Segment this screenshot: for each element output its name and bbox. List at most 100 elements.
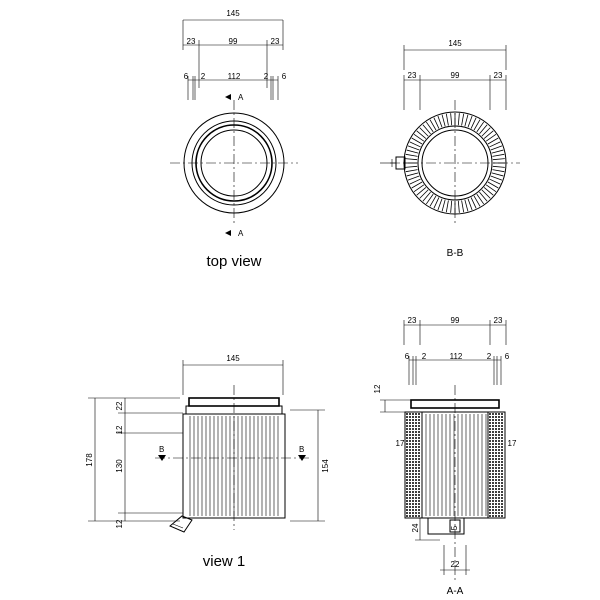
aa-hatch-dot [495,413,497,415]
aa-hatch-dot [492,458,494,460]
v1-dim-145: 145 [226,354,240,363]
aa-hatch-dot [501,494,503,496]
aa-hatch-dot [418,443,420,445]
aa-hatch-dot [409,458,411,460]
aa-hatch-dot [492,416,494,418]
aa-hatch-dot [409,413,411,415]
aa-hatch-dot [418,488,420,490]
aa-hatch-dot [501,476,503,478]
aa-hatch-dot [406,437,408,439]
aa-hatch-dot [406,449,408,451]
aa-hatch-dot [495,422,497,424]
aa-hatch-dot [501,491,503,493]
aa-hatch-dot [489,491,491,493]
aa-hatch-dot [501,497,503,499]
aa-hatch-dot [406,479,408,481]
aa-hatch-dot [498,458,500,460]
aa-hatch-dot [415,452,417,454]
aa-hatch-dot [409,515,411,517]
aa-dim-6-left: 6 [405,352,410,361]
aa-hatch-dot [492,482,494,484]
aa-dim-2-right: 2 [487,352,492,361]
bb-rib [411,181,423,189]
bb-rib [405,165,418,168]
aa-hatch-dot [489,506,491,508]
aa-hatch-dot [418,470,420,472]
aa-hatch-dot [489,422,491,424]
bb-rib [489,178,501,185]
aa-hatch-dot [412,425,414,427]
aa-hatch-dot [418,464,420,466]
aa-hatch-dot [498,491,500,493]
aa-hatch-dot [418,479,420,481]
aa-hatch-dot [501,506,503,508]
aa-hatch-dot [492,434,494,436]
aa-hatch-dot [415,467,417,469]
aa-hatch-dot [412,500,414,502]
aa-hatch-dot [492,425,494,427]
aa-hatch-dot [412,413,414,415]
aa-hatch-dot [406,416,408,418]
aa-hatch-dot [489,419,491,421]
aa-hatch-dot [406,473,408,475]
aa-hatch-dot [501,452,503,454]
aa-hatch-dot [498,437,500,439]
aa-hatch-dot [415,479,417,481]
aa-hatch-dot [412,482,414,484]
aa-hatch-dot [418,455,420,457]
aa-hatch-dot [418,509,420,511]
aa-hatch-dot [495,419,497,421]
bb-rib [407,175,420,181]
aa-hatch-dot [406,494,408,496]
aa-hatch-dot [412,434,414,436]
aa-hatch-dot [492,479,494,481]
aa-hatch-dot [495,479,497,481]
aa-hatch-dot [489,494,491,496]
aa-hatch-dot [501,440,503,442]
aa-hatch-dot [412,461,414,463]
aa-hatch-dot [418,413,420,415]
aa-hatch-dot [418,419,420,421]
aa-hatch-dot [492,422,494,424]
aa-hatch-dot [409,503,411,505]
aa-hatch-dot [495,497,497,499]
aa-hatch-dot [418,485,420,487]
aa-hatch-dot [409,509,411,511]
v1-spout [169,515,193,533]
bb-rib [492,153,505,157]
bb-label: B-B [447,248,464,259]
aa-dim-22: 22 [451,560,460,569]
aa-hatch-dot [412,506,414,508]
aa-hatch-dot [501,512,503,514]
aa-hatch-dot [415,434,417,436]
aa-hatch-dot [498,440,500,442]
bb-rib [425,121,434,133]
aa-hatch-dot [492,476,494,478]
aa-hatch-dot [492,494,494,496]
aa-hatch-dot [498,425,500,427]
aa-hatch-dot [492,488,494,490]
aa-hatch-dot [495,476,497,478]
aa-hatch-dot [415,437,417,439]
bb-rib [492,158,505,161]
aa-hatch-dot [409,440,411,442]
aa-dim-23-right: 23 [494,316,503,325]
aa-hatch-dot [498,470,500,472]
aa-hatch-dot [418,497,420,499]
aa-dim-5: 5 [450,525,459,530]
aa-hatch-dot [415,458,417,460]
bb-rib [464,199,469,212]
aa-hatch-dot [412,419,414,421]
aa-hatch-dot [489,479,491,481]
aa-hatch-dot [409,485,411,487]
aa-hatch-dot [495,434,497,436]
aa-hatch-dot [418,452,420,454]
aa-spout-base [427,517,465,535]
aa-hatch-dot [501,413,503,415]
aa-hatch-dot [409,461,411,463]
aa-dim-12: 12 [373,384,382,393]
bb-rib [461,113,465,126]
top-dim-2-right: 2 [264,72,269,81]
aa-hatch-dot [495,440,497,442]
bb-rib [406,172,419,177]
